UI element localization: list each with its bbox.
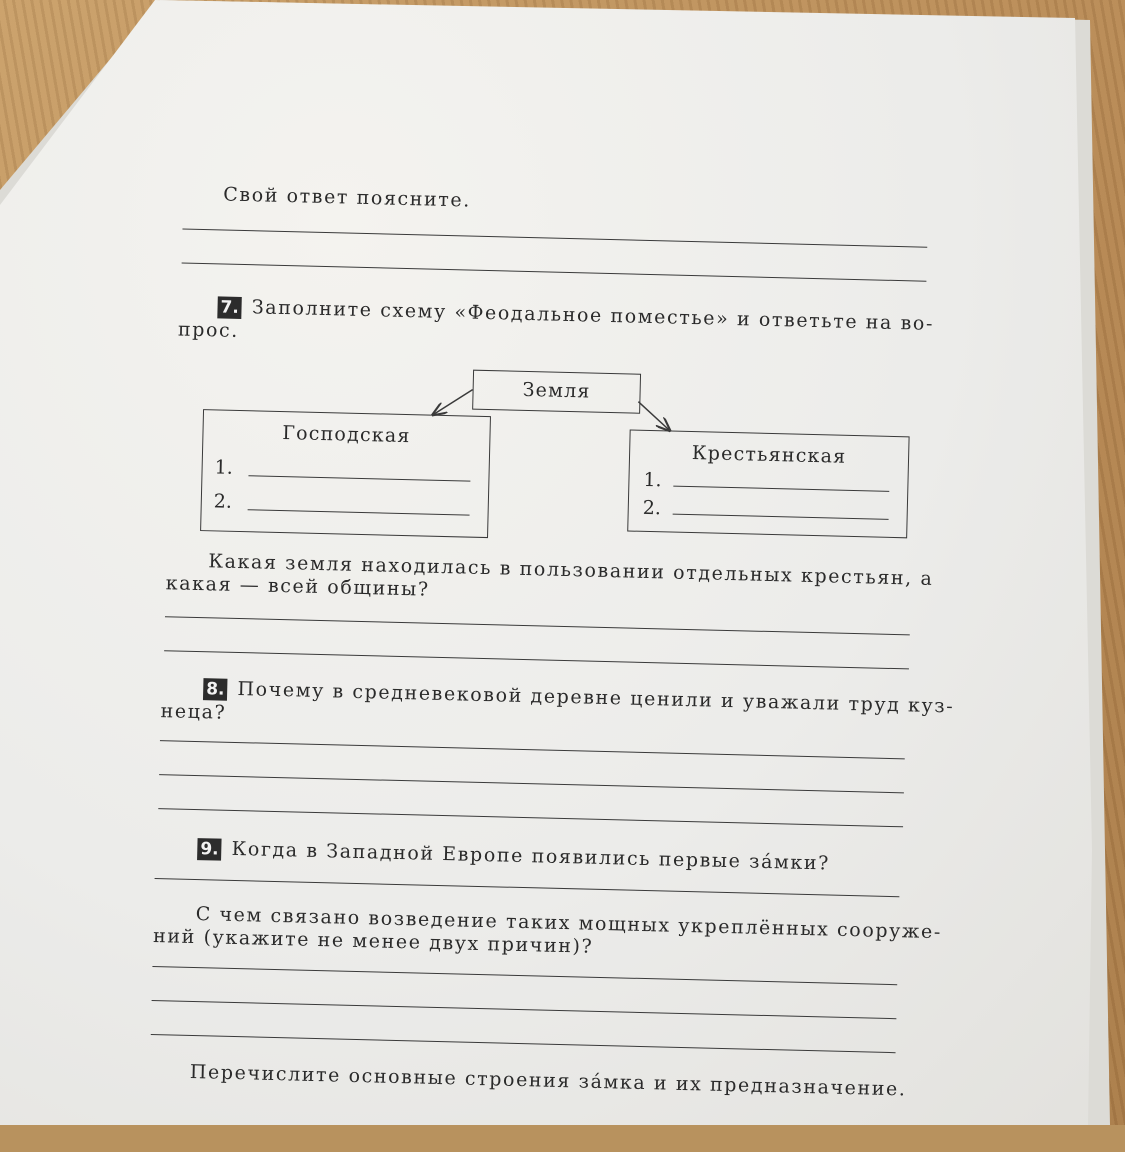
peasant-land-box: Крестьянская 1. 2. (627, 429, 910, 539)
task8-question-line2: неца? (160, 700, 227, 724)
item-number: 2. (642, 496, 662, 520)
peasant-land-title: Крестьянская (691, 442, 847, 468)
answer-line[interactable] (247, 509, 470, 516)
item-number: 1. (214, 456, 234, 479)
lord-land-title: Господская (282, 422, 411, 448)
scheme-root-box: Земля (472, 369, 642, 414)
peasant-land-item-1: 1. (643, 468, 890, 492)
lord-land-item-2: 2. (213, 490, 470, 516)
item-number: 2. (213, 490, 233, 513)
answer-line[interactable] (673, 485, 890, 492)
arrow-to-peasant-land (637, 401, 671, 431)
item-number: 1. (643, 468, 662, 492)
lord-land-item-1: 1. (214, 456, 471, 482)
lord-land-box: Господская 1. 2. (200, 409, 491, 539)
worksheet-page: Свой ответ поясните. 7.Заполните схему «… (0, 0, 1092, 1125)
task8-number-badge: 8. (202, 678, 228, 701)
answer-line[interactable] (672, 513, 889, 520)
answer-line[interactable] (248, 475, 471, 482)
peasant-land-item-2: 2. (642, 496, 889, 520)
scheme-root-label: Земля (522, 378, 591, 403)
arrow-to-lord-land (433, 389, 474, 416)
task9-number-badge: 9. (197, 838, 222, 861)
